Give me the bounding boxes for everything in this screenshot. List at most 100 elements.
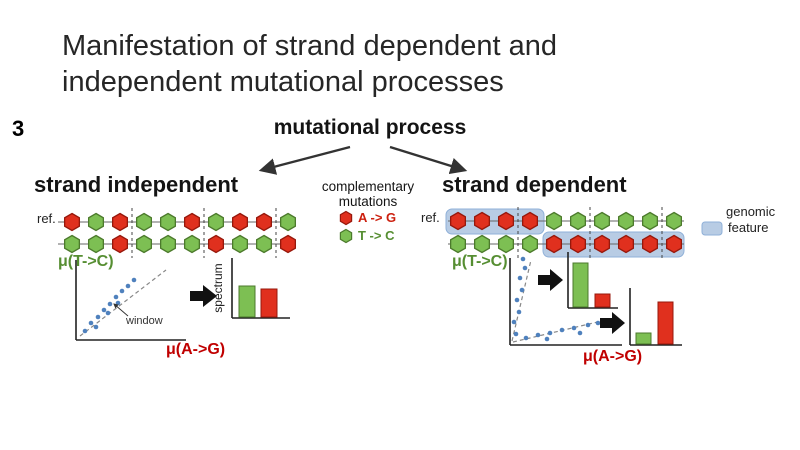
green-mutation-hexagon [473,234,491,254]
y-axis-label-right: μ(T->C) [452,253,508,270]
scatter-points-right-part [585,322,591,328]
left-bottom-strand [63,234,297,254]
spectrum-bars [238,285,278,318]
window-annotation: window [126,315,163,327]
green-mutation-hexagon [87,234,105,254]
scatter-points-right-part [516,309,522,315]
scatter-points-right-part [535,332,541,338]
green-mutation-hexagon [641,211,659,231]
green-bar [635,332,652,345]
scatter-left [75,260,186,341]
red-mutation-hexagon [617,234,635,254]
branch-arrow-right [389,145,468,175]
green-mutation-hexagon [63,234,81,254]
green-mutation-hexagon [569,211,587,231]
scatter-points-left-part [119,288,125,294]
scatter-points-right-part [544,336,550,342]
red-mutation-hexagon [183,212,201,232]
scatter-points-right-part [511,319,517,325]
scatter-points-left-part [82,328,88,334]
top-bars [572,262,611,308]
scatter-points-right-part [520,256,526,262]
green-mutation-hexagon [617,211,635,231]
red-bar [594,293,611,308]
green-mutation-hexagon [449,234,467,254]
scatter-points-right-part [577,330,583,336]
scatter-points-right-part [517,275,523,281]
left-top-strand [63,212,297,232]
slide-number: 3 [12,116,25,141]
green-mutation-hexagon [231,234,249,254]
x-axis-label-left: μ(A->G) [166,341,226,358]
green-mutation-hexagon [207,212,225,232]
spectrum-chart [231,258,290,319]
scatter-points-right [511,256,601,342]
scatter-points-left-part [113,294,119,300]
legend-item-a-to-g: A -> G [358,210,397,225]
right-bottom-strand [449,234,683,254]
bottom-bars [635,301,674,345]
red-mutation-hexagon [63,212,81,232]
red-hexagon-icon [339,210,353,226]
shallow-trend-line [512,319,607,343]
scatter-points-left-part [105,310,111,316]
scatter-points-left-part [131,277,137,283]
ref-label-left: ref. [37,211,56,226]
scatter-points-left [82,277,137,334]
green-mutation-hexagon [279,212,297,232]
scatter-points-right-part [595,320,601,326]
genomic-feature-label-line-2: feature [728,220,769,235]
scatter-points-left-part [88,320,94,326]
red-mutation-hexagon [111,234,129,254]
scatter-points-left-part [101,307,107,313]
green-mutation-hexagon [159,234,177,254]
scatter-points-left-part [107,301,113,307]
red-mutation-hexagon [279,234,297,254]
slide-title-line-1: Manifestation of strand dependent and [62,30,557,62]
red-mutation-hexagon [497,211,515,231]
red-bar [657,301,674,345]
spectrum-axis-label: spectrum [211,263,225,313]
red-mutation-hexagon [207,234,225,254]
green-mutation-hexagon [521,234,539,254]
scatter-points-right-part [514,297,520,303]
tree-branches [258,145,468,175]
genomic-feature-label-line-1: genomic [726,204,776,219]
slide-title: Manifestation of strand dependent and in… [62,28,557,100]
top-bar-chart [567,252,618,309]
red-mutation-hexagon [231,212,249,232]
scatter-points-right-part [522,265,528,271]
green-mutation-hexagon [87,212,105,232]
slide-title-line-2: independent mutational processes [62,66,504,98]
scatter-points-right-part [523,335,529,341]
strands-right [445,207,685,259]
red-mutation-hexagon [473,211,491,231]
green-bar [572,262,589,308]
red-mutation-hexagon [449,211,467,231]
red-bar [260,288,278,318]
x-axis-label-right: μ(A->G) [583,348,643,365]
green-bar [238,285,256,318]
green-mutation-hexagon [593,211,611,231]
right-top-strand [449,211,683,231]
red-mutation-hexagon [569,234,587,254]
scatter-right [509,256,622,346]
green-mutation-hexagon [545,211,563,231]
red-mutation-hexagon [255,212,273,232]
red-mutation-hexagon [545,234,563,254]
heading-strand-independent: strand independent [34,172,239,197]
flow-arrow-bottom-right [600,312,625,334]
red-hexagon-icon-part [339,210,353,226]
genomic-feature-icon [701,221,723,236]
red-mutation-hexagon [665,234,683,254]
legend-item-t-to-c: T -> C [358,228,395,243]
flow-arrow-top-right [538,269,563,291]
green-hexagon-icon-part [339,228,353,244]
green-mutation-hexagon [183,234,201,254]
scatter-points-right-part [559,327,565,333]
branch-arrow-left [258,145,351,175]
red-mutation-hexagon [111,212,129,232]
scatter-points-right-part [547,330,553,336]
